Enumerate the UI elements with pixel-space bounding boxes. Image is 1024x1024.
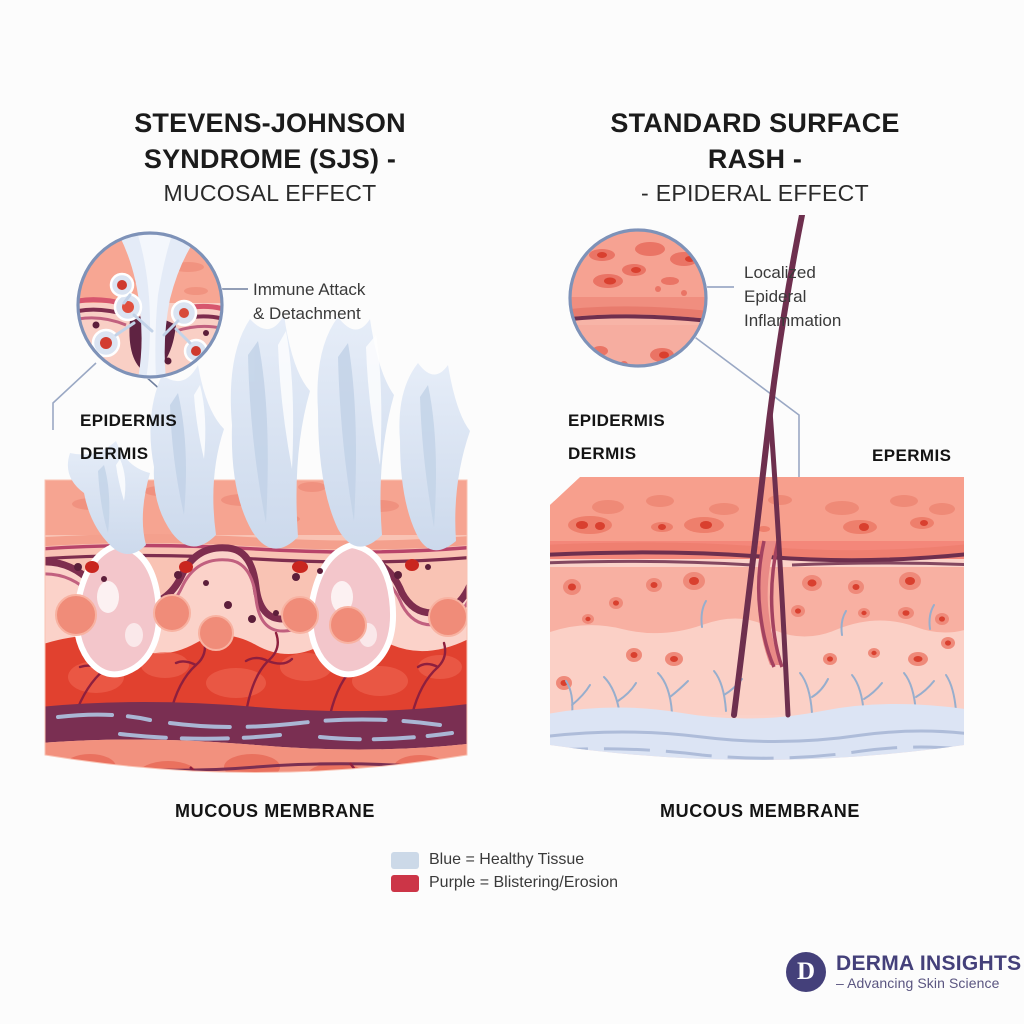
callout-localized-inflammation: Localized Epideral Inflammation — [744, 263, 842, 331]
sjs-immune-cells — [74, 563, 431, 623]
callout-immune-attack: Immune Attack & Detachment — [253, 280, 366, 324]
legend-label-purple: Purple = Blistering/Erosion — [429, 874, 618, 891]
label-epermis-right: EPERMIS — [872, 446, 952, 465]
caption-mucous-membrane-right: MUCOUS MEMBRANE — [660, 801, 860, 821]
rash-hair-shaft-branch — [767, 408, 791, 718]
label-dermis-right: DERMIS — [568, 444, 637, 463]
panel-title-sjs-line2: SYNDROME (SJS) - — [143, 143, 397, 174]
legend-label-blue: Blue = Healthy Tissue — [429, 851, 585, 868]
caption-mucous-membrane-left: MUCOUS MEMBRANE — [175, 801, 375, 821]
panel-title-rash: STANDARD SURFACE RASH - — [545, 106, 965, 177]
panel-title-sjs-line1: STEVENS-JOHNSON — [134, 108, 406, 138]
brand-name: DERMA INSIGHTS — [836, 952, 1022, 976]
sjs-detached-epidermis-sheets — [67, 315, 470, 554]
rash-hair-follicle — [756, 540, 784, 668]
legend-item-blistering: Purple = Blistering/Erosion — [391, 874, 618, 892]
sjs-skin-cross-section-illustration — [44, 231, 470, 773]
panel-title-rash-line1: STANDARD SURFACE — [610, 108, 900, 138]
brand-tagline: – Advancing Skin Science — [836, 974, 1000, 991]
sjs-subcutaneous — [45, 739, 467, 773]
legend-item-healthy: Blue = Healthy Tissue — [391, 851, 618, 869]
rash-magnifier — [568, 228, 708, 368]
rash-surface-spots — [568, 495, 955, 534]
label-dermis-left: DERMIS — [80, 444, 149, 463]
rash-inflammation-cells — [556, 572, 955, 690]
logo-circle-d-icon: D — [786, 952, 826, 992]
legend: Blue = Healthy Tissue Purple = Blisterin… — [391, 851, 618, 892]
legend-swatch-purple — [391, 874, 419, 892]
panel-title-rash-line2: RASH - — [707, 143, 803, 174]
panel-title-sjs: STEVENS-JOHNSON SYNDROME (SJS) - — [60, 106, 480, 177]
rash-hair-shaft — [731, 215, 805, 718]
sjs-red-cells — [85, 559, 419, 573]
sjs-dermal-texture — [68, 652, 462, 698]
panel-subtitle-sjs: MUCOSAL EFFECT — [163, 180, 377, 206]
sjs-papillae — [55, 594, 467, 651]
label-epidermis-right: EPIDERMIS — [568, 411, 666, 430]
legend-swatch-blue — [391, 851, 419, 869]
sjs-magnifier — [76, 231, 224, 379]
rash-leader-line — [691, 286, 800, 483]
logo-text-block: DERMA INSIGHTS – Advancing Skin Science — [836, 952, 1021, 991]
label-epidermis-left: EPIDERMIS — [80, 411, 178, 430]
rash-skin-cross-section-illustration — [550, 215, 964, 760]
brand-logo: D DERMA INSIGHTS – Advancing Skin Scienc… — [786, 952, 1021, 992]
sjs-nerve-lines — [56, 712, 454, 742]
panel-subtitle-rash: - EPIDERAL EFFECT — [641, 180, 869, 206]
